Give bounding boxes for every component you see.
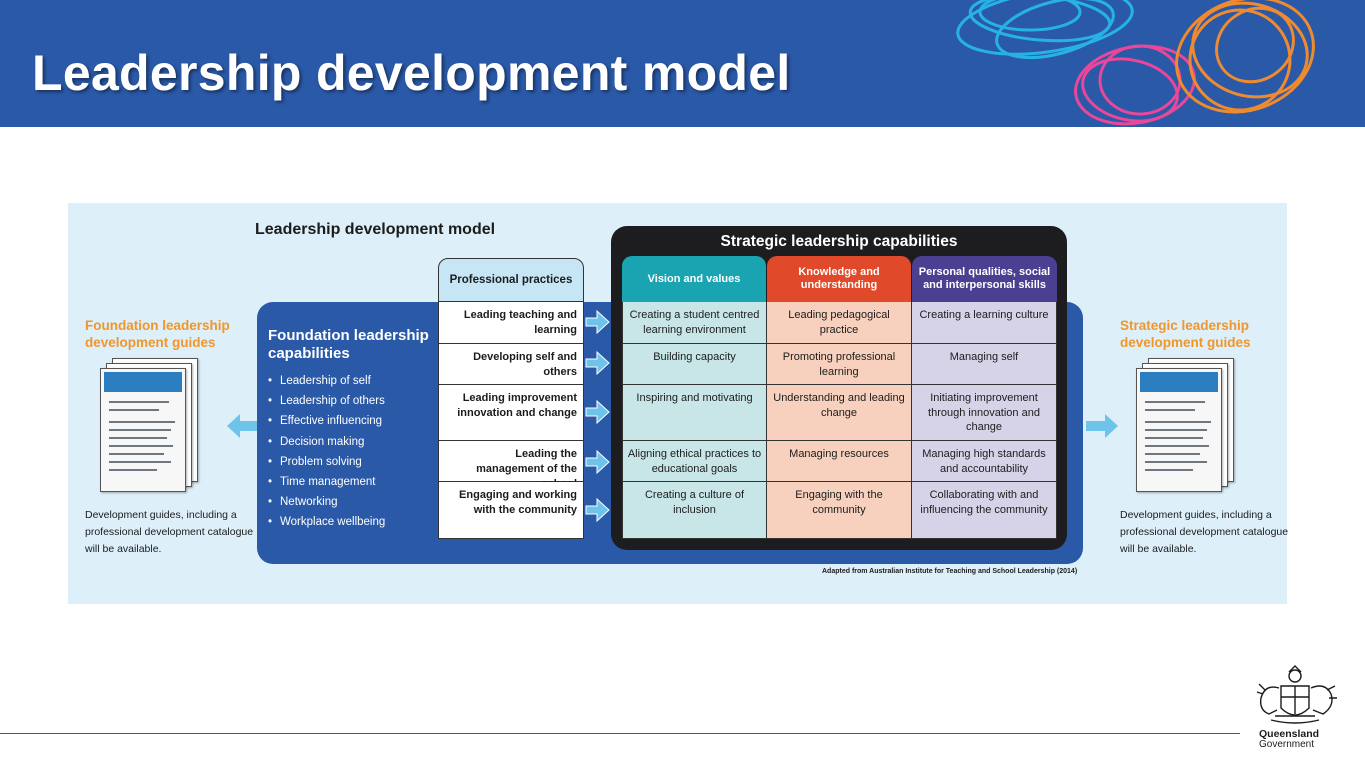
practice-cell: Leading improvement innovation and chang… [438, 385, 584, 441]
list-item: Decision making [268, 433, 385, 453]
foundation-capabilities-heading: Foundation leadership capabilities [268, 327, 429, 362]
list-item: Leadership of self [268, 372, 385, 392]
footer-divider [0, 733, 1240, 734]
vision-values-cell: Creating a student centred learning envi… [622, 302, 767, 344]
personal-qualities-cell: Managing high standards and accountabili… [912, 441, 1057, 482]
list-item: Networking [268, 493, 385, 513]
arrow-left-icon [227, 414, 259, 438]
list-item: Workplace wellbeing [268, 513, 385, 533]
vision-values-cell: Building capacity [622, 344, 767, 385]
vision-values-cell: Creating a culture of inclusion [622, 482, 767, 539]
knowledge-understanding-cell: Understanding and leading change [767, 385, 912, 441]
list-item: Time management [268, 473, 385, 493]
knowledge-understanding-cell: Engaging with the community [767, 482, 912, 539]
professional-practices-header: Professional practices [438, 258, 584, 302]
foundation-capabilities-list: Leadership of self Leadership of others … [268, 372, 385, 534]
practice-cell: Leading the management of the school [438, 441, 584, 490]
knowledge-understanding-cell: Leading pedagogical practice [767, 302, 912, 344]
arrow-right-icon [585, 399, 610, 425]
strategic-capabilities-heading: Strategic leadership capabilities [720, 233, 958, 250]
personal-qualities-cell: Managing self [912, 344, 1057, 385]
arrow-right-icon [585, 309, 610, 335]
arrow-right-icon [585, 497, 610, 523]
practice-cell: Developing self and others [438, 344, 584, 385]
source-note: Adapted from Australian Institute for Te… [822, 568, 1078, 575]
foundation-guides-heading: Foundation leadership development guides [85, 318, 230, 350]
arrow-right-icon [1086, 414, 1118, 438]
strategic-guides-caption: Development guides, including a professi… [1120, 509, 1289, 555]
personal-qualities-cell: Collaborating with and influencing the c… [912, 482, 1057, 539]
personal-qualities-cell: Creating a learning culture [912, 302, 1057, 344]
government-name-line2: Government [1259, 739, 1315, 750]
vision-values-header: Vision and values [622, 256, 766, 302]
practice-cell: Leading teaching and learning [438, 302, 584, 344]
personal-qualities-cell: Initiating improvement through innovatio… [912, 385, 1057, 441]
knowledge-understanding-cell: Promoting professional learning [767, 344, 912, 385]
strategic-guides-heading: Strategic leadership development guides [1120, 318, 1251, 350]
vision-values-cell: Inspiring and motivating [622, 385, 767, 441]
queensland-crest-icon [1256, 665, 1337, 724]
slide-header: Leadership development model [0, 0, 1365, 127]
knowledge-understanding-cell: Managing resources [767, 441, 912, 482]
personal-qualities-header: Personal qualities, social and interpers… [912, 256, 1057, 302]
vision-values-cell: Aligning ethical practices to educationa… [622, 441, 767, 482]
arrow-right-icon [585, 350, 610, 376]
list-item: Leadership of others [268, 392, 385, 412]
professional-practices-column: Professional practices Leading teaching … [438, 258, 584, 539]
practice-cell: Engaging and working with the community [438, 482, 584, 539]
foundation-guides-caption: Development guides, including a professi… [85, 509, 254, 555]
list-item: Problem solving [268, 453, 385, 473]
document-stack-icon [100, 358, 210, 498]
document-stack-icon [1136, 358, 1246, 498]
slide-title: Leadership development model [32, 45, 791, 101]
government-name-line1: Queensland [1259, 728, 1320, 740]
list-item: Effective influencing [268, 412, 385, 432]
knowledge-understanding-header: Knowledge and understanding [767, 256, 911, 302]
arrow-right-icon [585, 449, 610, 475]
diagram-title: Leadership development model [255, 221, 496, 238]
scribble-decoration [956, 0, 1315, 126]
